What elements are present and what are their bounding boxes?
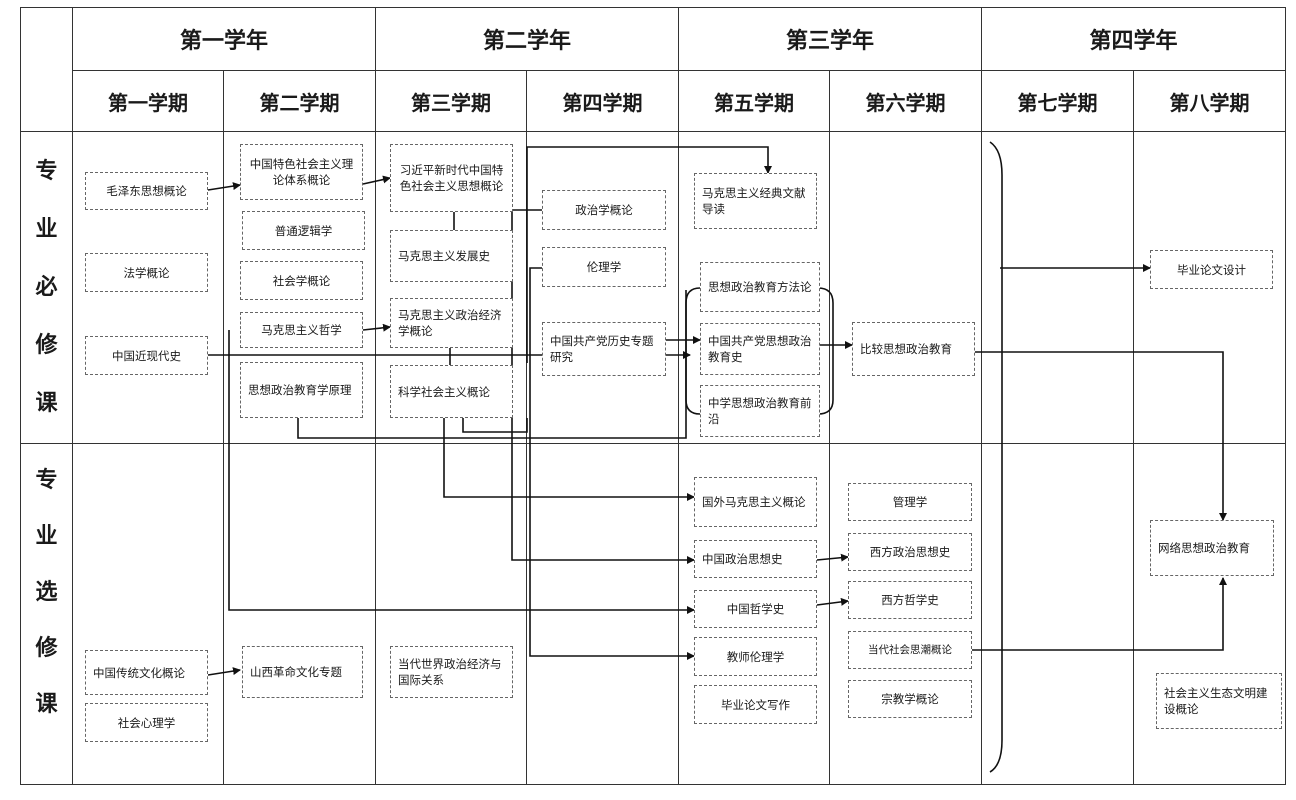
category-elective-char: 课: [35, 691, 58, 717]
arrow: [362, 323, 391, 332]
course-box: 网络思想政治教育: [1150, 520, 1274, 576]
course-box: 社会心理学: [85, 703, 208, 742]
course-box: 毛泽东思想概论: [85, 172, 208, 210]
course-box: 中国近现代史: [85, 336, 208, 375]
course-box: 当代社会思潮概论: [848, 631, 972, 669]
category-required-char: 必: [35, 274, 58, 300]
category-required-char: 课: [35, 390, 58, 416]
bracket: [685, 287, 701, 415]
course-box: 马克思主义政治经济学概论: [390, 298, 513, 348]
semester-header-3: 第三学期: [411, 90, 491, 115]
year-header-1: 第一学年: [179, 28, 268, 54]
course-box: 山西革命文化专题: [242, 646, 363, 698]
course-box: 法学概论: [85, 253, 208, 292]
semester-header-6: 第六学期: [865, 90, 946, 115]
semester-header-7: 第七学期: [1017, 90, 1098, 115]
course-box: 伦理学: [542, 247, 666, 287]
year-header-3: 第三学年: [785, 28, 874, 54]
course-box: 中学思想政治教育前沿: [700, 385, 820, 437]
course-box: 中国共产党思想政治教育史: [700, 323, 820, 375]
course-box: 西方哲学史: [848, 581, 972, 619]
course-box: 普通逻辑学: [242, 211, 365, 250]
course-box: 教师伦理学: [694, 637, 817, 676]
course-box: 当代世界政治经济与国际关系: [390, 646, 513, 698]
course-box: 思想政治教育方法论: [700, 262, 820, 312]
arrow: [529, 267, 695, 660]
course-box: 社会主义生态文明建设概论: [1156, 673, 1282, 729]
semester-header-8: 第八学期: [1169, 90, 1250, 115]
bracket: [817, 287, 834, 415]
category-required-char: 专: [35, 158, 58, 184]
arrow: [362, 175, 391, 185]
category-elective-char: 业: [35, 523, 58, 549]
category-required-char: 修: [35, 332, 58, 358]
course-box: 西方政治思想史: [848, 533, 972, 571]
course-box: 中国政治思想史: [694, 540, 817, 578]
category-elective-char: 修: [35, 635, 58, 661]
course-box: 比较思想政治教育: [852, 322, 975, 376]
arrow: [526, 146, 772, 363]
arrow: [972, 577, 1227, 651]
category-elective-char: 选: [35, 579, 58, 605]
arrow: [228, 330, 695, 614]
bracket: [989, 141, 1003, 773]
course-box: 中国共产党历史专题研究: [542, 322, 666, 376]
arrow: [207, 667, 241, 676]
course-box: 管理学: [848, 483, 972, 521]
course-box: 宗教学概论: [848, 680, 972, 718]
course-box: 国外马克思主义概论: [694, 477, 817, 527]
arrow: [816, 553, 849, 562]
arrow: [816, 597, 849, 606]
course-box: 政治学概论: [542, 190, 666, 230]
course-box: 中国传统文化概论: [85, 650, 208, 695]
course-box: 马克思主义经典文献导读: [694, 173, 817, 229]
category-elective: 专 业 选 修 课: [21, 450, 72, 730]
course-box: 毕业论文设计: [1150, 250, 1273, 289]
year-header-4: 第四学年: [1089, 28, 1178, 54]
category-elective-char: 专: [35, 467, 58, 493]
year-header-2: 第二学年: [482, 28, 571, 54]
course-box: 中国哲学史: [694, 590, 817, 628]
category-required-char: 业: [35, 216, 58, 242]
course-box: 科学社会主义概论: [390, 365, 513, 418]
arrow: [462, 418, 528, 433]
semester-header-5: 第五学期: [714, 90, 794, 115]
course-box: 思想政治教育学原理: [240, 362, 363, 418]
course-box: 马克思主义哲学: [240, 312, 363, 348]
arrow: [207, 182, 241, 191]
arrow: [975, 351, 1227, 521]
semester-header-4: 第四学期: [562, 90, 643, 115]
arrow: [443, 418, 695, 501]
course-box: 习近平新时代中国特色社会主义思想概论: [390, 144, 513, 212]
course-box: 社会学概论: [240, 261, 363, 300]
course-box: 毕业论文写作: [694, 685, 817, 724]
course-box: 马克思主义发展史: [390, 230, 513, 282]
semester-header-1: 第一学期: [108, 90, 188, 115]
course-box: 中国特色社会主义理论体系概论: [240, 144, 363, 200]
semester-header-2: 第二学期: [259, 90, 340, 115]
category-required: 专 业 必 修 课: [21, 140, 72, 430]
